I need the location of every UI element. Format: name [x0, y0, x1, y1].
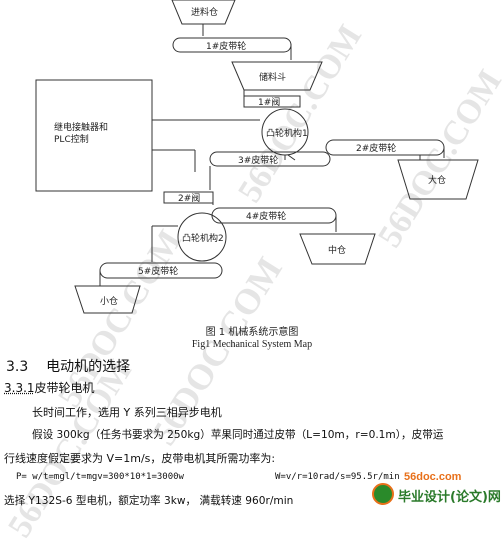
controller-box: [35, 79, 153, 192]
storage-hopper-shape: [231, 61, 323, 91]
belt3-shape: [209, 151, 331, 167]
mechanical-system-diagram: 进料仓 1#皮带轮 储料斗 1#阀 继电接触器和 PLC控制 凸轮机构1 2#皮…: [35, 0, 479, 314]
formula-power: P= w/t=mgl/t=mgv=300*10*1=3000w: [16, 472, 184, 482]
label-small-bin: 小仓: [100, 295, 118, 307]
cam2-shape: [177, 212, 227, 262]
figure-caption-cn: 图 1 机械系统示意图: [205, 327, 299, 338]
belt5-shape: [99, 262, 223, 279]
section-heading: 3.3 电动机的选择: [6, 356, 504, 376]
section-number: 3.3: [6, 359, 29, 375]
label-controller-line2: PLC控制: [54, 133, 89, 145]
logo-url: 56doc.com: [404, 471, 462, 483]
section-title: 电动机的选择: [46, 359, 131, 375]
label-storage-hopper: 储料斗: [259, 71, 286, 83]
label-controller-line1: 继电接触器和: [54, 121, 108, 133]
big-bin-shape: [397, 159, 479, 200]
label-gate1: 1#阀: [258, 97, 280, 108]
paragraph-2-line-2: 行线速度假定要求为 V=1m/s，皮带电机其所需功率为:: [4, 452, 276, 465]
logo-text: 毕业设计(论文)网: [398, 490, 501, 505]
label-belt5: 5#皮带轮: [138, 265, 178, 277]
label-belt2: 2#皮带轮: [356, 142, 396, 154]
formula-angular-speed: W=v/r=10rad/s=95.5r/min: [275, 472, 400, 482]
label-cam2: 凸轮机构2: [182, 232, 224, 244]
label-gate2: 2#阀: [178, 193, 200, 204]
label-belt1: 1#皮带轮: [206, 40, 246, 52]
subsection-heading: 3.3.1皮带轮电机: [4, 379, 504, 396]
label-inlet-bin: 进料仓: [191, 6, 218, 18]
subsection-title: 皮带轮电机: [34, 381, 95, 395]
figure-caption-en: Fig1 Mechanical System Map: [191, 339, 313, 350]
paragraph-1: 长时间工作，选用 Y 系列三相异步电机: [32, 406, 222, 419]
mid-bin-shape: [299, 233, 376, 265]
label-mid-bin: 中仓: [328, 244, 346, 256]
subsection-number: 3.3.1: [4, 381, 35, 395]
label-belt4: 4#皮带轮: [246, 210, 286, 222]
label-belt3: 3#皮带轮: [238, 154, 278, 166]
gate1-shape: [243, 95, 301, 108]
inlet-bin-shape: [171, 0, 236, 25]
label-cam1: 凸轮机构1: [266, 127, 308, 139]
paragraph-2-line-1: 假设 300kg（任务书要求为 250kg）苹果同时通过皮带（L=10m，r=0…: [32, 429, 444, 441]
small-bin-shape: [74, 285, 141, 314]
belt2-shape: [325, 139, 445, 156]
logo-emblem-icon: [372, 483, 394, 505]
site-logo-watermark: 56doc.com 毕业设计(论文)网: [372, 469, 502, 511]
paragraph-3: 选择 Y132S-6 型电机，额定功率 3kw， 满载转速 960r/min: [4, 495, 294, 507]
label-big-bin: 大仓: [428, 174, 446, 186]
